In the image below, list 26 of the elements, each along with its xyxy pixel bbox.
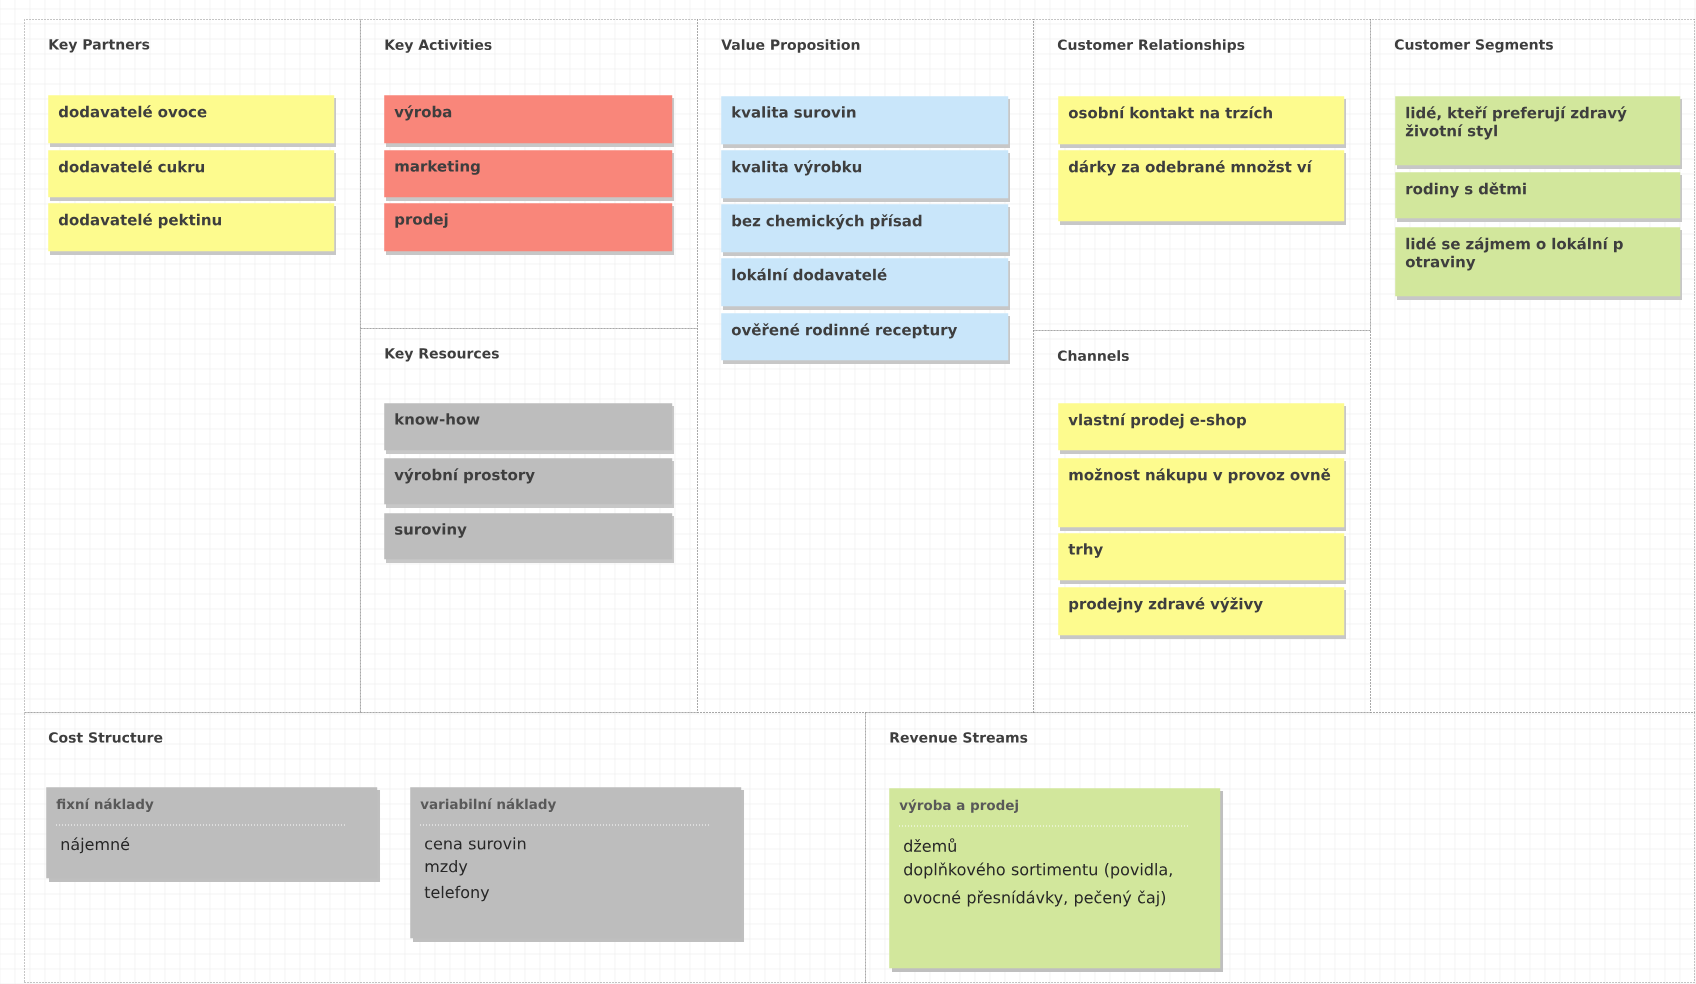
sticky-note: dodavatelé cukru (48, 150, 336, 201)
sticky-note: dárky za odebrané množst ví (1058, 150, 1346, 225)
sticky-note: ověřené rodinné receptury (721, 313, 1010, 364)
sticky-note: výrobní prostory (384, 458, 674, 508)
sticky-note: trhy (1058, 533, 1346, 584)
sticky-note: lokální dodavatelé (721, 258, 1010, 310)
sticky-note: kvalita surovin (721, 96, 1010, 148)
sticky-note: možnost nákupu v provoz ovně (1058, 458, 1346, 531)
sticky-note: dodavatelé ovoce (48, 95, 336, 147)
sticky-note: prodej (384, 203, 674, 255)
sticky-note: dodavatelé pektinu (48, 203, 336, 255)
sticky-note: výroba a prodej džemů doplňkového sortimentu (povidla, ovocné přesnídávky, pečený čaj) (889, 788, 1223, 972)
sticky-note: osobní kontakt na trzích (1058, 96, 1346, 148)
sticky-note: výroba (384, 95, 674, 147)
sticky-note: fixní náklady nájemné (46, 787, 380, 882)
sticky-note: kvalita výrobku (721, 150, 1010, 202)
sticky-note: know-how (384, 403, 674, 454)
sticky-note: marketing (384, 150, 674, 201)
sticky-note: vlastní prodej e-shop (1058, 403, 1346, 454)
sticky-note: prodejny zdravé výživy (1058, 587, 1346, 639)
sticky-note: rodiny s dětmi (1395, 172, 1682, 222)
sticky-note: lidé, kteří preferují zdravý životní styl (1395, 96, 1682, 169)
sticky-note: suroviny (384, 513, 674, 563)
sticky-note: bez chemických přísad (721, 204, 1010, 256)
sticky-note: variabilní náklady cena surovin mzdy telefony (410, 787, 744, 942)
sticky-note: lidé se zájmem o lokální p otraviny (1395, 227, 1682, 300)
